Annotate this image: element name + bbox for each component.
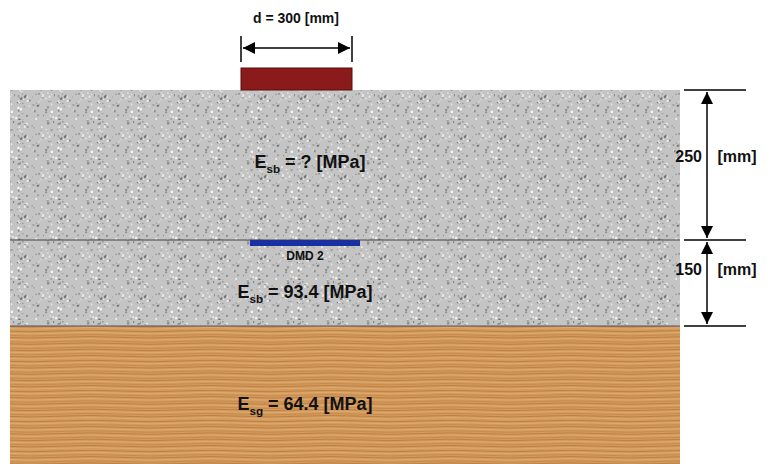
soil-layer: Esb = ? [MPa] xyxy=(10,90,680,240)
dimension-label: d = 300 [mm] xyxy=(253,10,339,26)
dimension-lines xyxy=(241,36,746,326)
layer-boundary xyxy=(10,326,680,327)
soil-layer: Esb = 93.4 [MPa] xyxy=(10,246,680,326)
subbase-layer xyxy=(10,240,680,326)
load-plate xyxy=(241,68,352,90)
dimension-value: 150 xyxy=(675,261,702,279)
modulus-label: Esb = 93.4 [MPa] xyxy=(237,282,372,305)
dimension-unit: [mm] xyxy=(717,261,756,279)
modulus-label: Esg = 64.4 [MPa] xyxy=(237,394,372,417)
base-layer xyxy=(10,90,680,240)
dmd-sensor xyxy=(250,240,360,246)
dimension-unit: [mm] xyxy=(717,148,756,166)
sensor-label: DMD 2 xyxy=(286,249,323,263)
subgrade-layer xyxy=(10,326,680,464)
soil-layer: Esg = 64.4 [MPa] xyxy=(10,326,680,464)
dimension-value: 250 xyxy=(675,148,702,166)
modulus-label: Esb = ? [MPa] xyxy=(254,152,365,175)
